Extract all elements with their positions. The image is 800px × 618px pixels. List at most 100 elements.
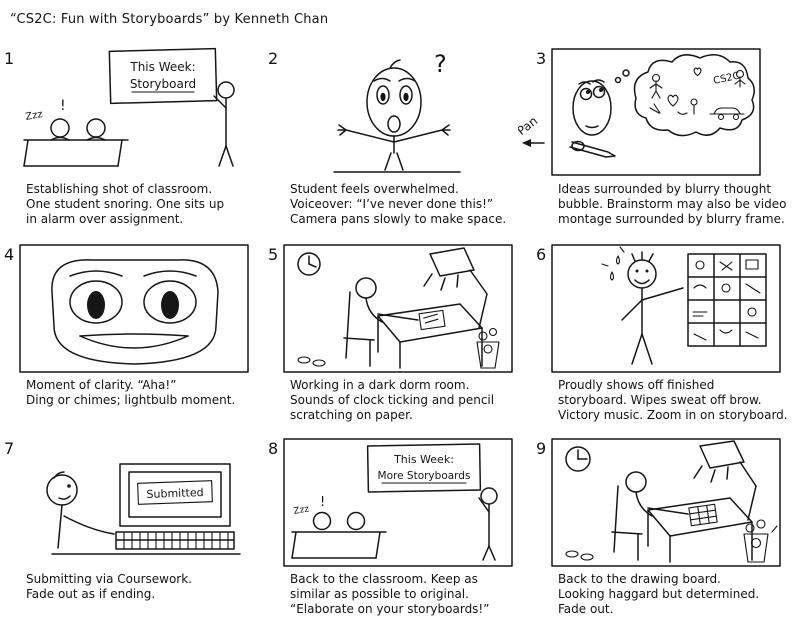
panel-6-number: 6 [536, 245, 547, 264]
svg-text:Pan: Pan [518, 114, 540, 138]
zzz-label: Zzz [25, 109, 44, 123]
alarm-mark: ! [60, 98, 66, 114]
pupils [380, 92, 409, 102]
svg-text:Storyboard: Storyboard [130, 77, 196, 91]
panel-5-caption: Working in a dark dorm room. Sounds of c… [290, 378, 495, 422]
pan-annotation: Pan [518, 114, 545, 147]
panel-4-number: 4 [4, 245, 15, 264]
whiteboard: This Week: Storyboard [108, 47, 218, 105]
overwhelmed-student-figure [337, 59, 451, 171]
pupils [87, 291, 179, 319]
panel-3-body: Pan [518, 46, 800, 227]
desk [647, 497, 753, 563]
storyboard-grid [687, 253, 767, 347]
panel-frame [551, 244, 781, 373]
panel-4-body: Moment of clarity. “Aha!” Ding or chimes… [18, 242, 276, 408]
desk [377, 303, 483, 369]
sweat-drops [601, 246, 625, 281]
page-title: “CS2C: Fun with Storyboards” by Kenneth … [10, 12, 329, 27]
svg-text:CS2C: CS2C [712, 71, 740, 87]
panel-2-caption: Student feels overwhelmed. Voiceover: “I… [290, 182, 507, 226]
trash-can [476, 327, 500, 369]
working-student [611, 471, 689, 561]
panel-frame [283, 244, 513, 373]
thought-bubble [614, 54, 755, 137]
slippers [565, 550, 594, 561]
panel-6-body: Proudly shows off finished storyboard. W… [550, 242, 800, 423]
panel-8-body: This Week: More Storyboards [282, 436, 540, 617]
panel-5-body: Working in a dark dorm room. Sounds of c… [282, 242, 540, 423]
panel-2-sketch: ? [333, 50, 461, 173]
panel-7-number: 7 [4, 439, 15, 458]
panel-3-caption: Ideas surrounded by blurry thought bubbl… [558, 182, 787, 226]
proud-student [621, 251, 684, 365]
working-student [343, 277, 419, 367]
panel-7: 7 [4, 436, 268, 618]
panel-8-number: 8 [268, 439, 279, 458]
panel-4: 4 [4, 242, 268, 436]
computer-monitor [119, 463, 231, 527]
eye-dot [67, 484, 71, 488]
panel-8-sketch: This Week: More Storyboards [283, 438, 513, 567]
students-desk [291, 511, 387, 559]
panel-3-sketch: Pan [518, 48, 761, 176]
wall-clock [297, 252, 321, 276]
panel-9-number: 9 [536, 439, 547, 458]
panel-1-body: This Week: Storyboard [18, 46, 276, 227]
panel-2-number: 2 [268, 49, 279, 68]
panel-7-body: Submitted Submitting via Coursework. Fad… [18, 436, 276, 602]
panel-frame [283, 438, 513, 567]
panel-1-caption: Establishing shot of classroom. One stud… [26, 182, 225, 226]
teacher-figure [478, 487, 498, 561]
panel-9: 9 [536, 436, 796, 618]
face-dots [635, 269, 649, 273]
panel-7-caption: Submitting via Coursework. Fade out as i… [26, 572, 192, 601]
thinking-student [572, 79, 612, 136]
panel-3: 3 Pan [518, 46, 796, 242]
submitted-box: Submitted [137, 480, 213, 505]
panel-frame [551, 438, 781, 567]
panel-7-sketch: Submitted [46, 463, 241, 555]
zzz-label: Zzz [293, 504, 310, 517]
panel-6-caption: Proudly shows off finished storyboard. W… [558, 378, 788, 422]
svg-text:More Storyboards: More Storyboards [378, 470, 471, 482]
keyboard [115, 531, 235, 550]
storyboard-paper [688, 503, 718, 527]
whiteboard: This Week: More Storyboards [366, 443, 482, 493]
svg-text:This Week:: This Week: [393, 453, 454, 466]
panel-1-sketch: This Week: Storyboard [23, 47, 235, 167]
pupils [586, 88, 603, 94]
desk-lamp [693, 440, 757, 521]
students-desk [23, 118, 129, 167]
panel-4-caption: Moment of clarity. “Aha!” Ding or chimes… [26, 378, 236, 407]
panel-5: 5 [268, 242, 536, 436]
panel-5-number: 5 [268, 245, 279, 264]
storyboard-grid: 1 This Week: Storyboard [4, 46, 796, 618]
slippers [297, 356, 326, 367]
grid-doodles [692, 259, 761, 341]
trash-can [743, 519, 778, 563]
svg-text:This Week:: This Week: [129, 60, 195, 74]
panel-2: 2 ? [268, 46, 536, 242]
submitting-student [46, 471, 115, 549]
wall-clock [565, 446, 591, 472]
panel-6: 6 [536, 242, 796, 436]
panel-9-sketch [551, 438, 781, 567]
panel-6-sketch [551, 244, 781, 373]
panel-1-number: 1 [4, 49, 15, 68]
alarm-mark: ! [320, 495, 325, 510]
panel-4-sketch [19, 244, 249, 373]
closeup-face [51, 259, 219, 365]
teacher-figure [213, 81, 235, 167]
panel-9-caption: Back to the drawing board. Looking hagga… [558, 572, 760, 616]
panel-1: 1 This Week: Storyboard [4, 46, 268, 242]
panel-frame [19, 244, 249, 373]
panel-8-caption: Back to the classroom. Keep as similar a… [290, 572, 490, 616]
panel-8: 8 This Week: More Storyboards [268, 436, 536, 618]
panel-2-body: ? [282, 46, 540, 227]
bubble-doodles: CS2C [649, 67, 746, 121]
panel-9-body: Back to the drawing board. Looking hagga… [550, 436, 800, 617]
panel-5-sketch [283, 244, 513, 373]
panel-frame [551, 48, 761, 176]
